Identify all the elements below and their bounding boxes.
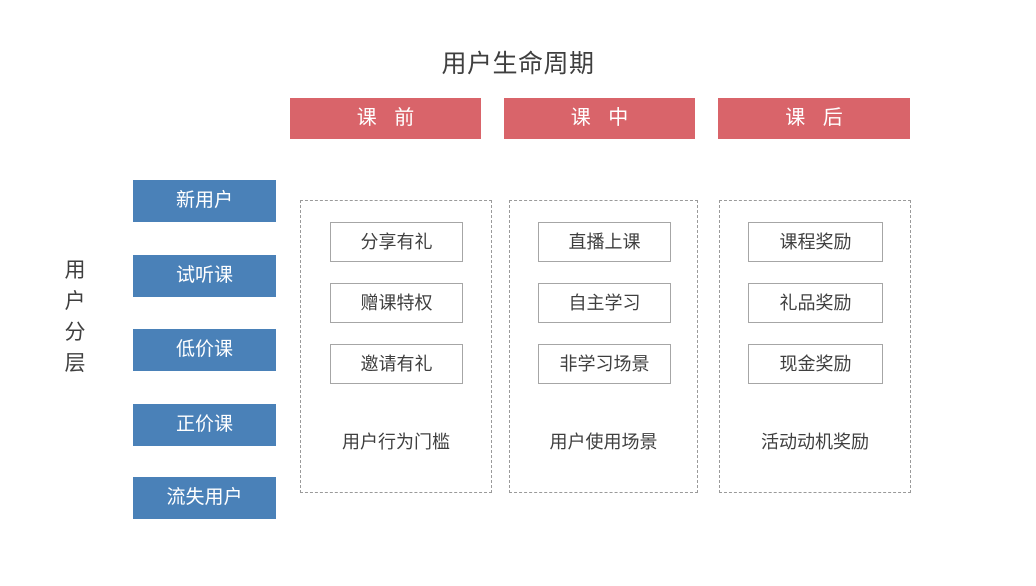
phase-column-in-class: 直播上课 自主学习 非学习场景 用户使用场景 xyxy=(509,200,698,493)
activity-box[interactable]: 非学习场景 xyxy=(538,344,671,384)
segment-axis-label-char: 分 xyxy=(64,321,86,344)
activity-box[interactable]: 邀请有礼 xyxy=(330,344,463,384)
phase-column-post-class: 课程奖励 礼品奖励 现金奖励 活动动机奖励 xyxy=(719,200,911,493)
activity-box[interactable]: 直播上课 xyxy=(538,222,671,262)
phase-footer-label: 用户行为门槛 xyxy=(342,432,450,452)
activity-box[interactable]: 现金奖励 xyxy=(748,344,883,384)
segment-bar-full-price-course[interactable]: 正价课 xyxy=(133,404,276,446)
phase-footer-label: 活动动机奖励 xyxy=(761,432,869,452)
segment-bar-low-price-course[interactable]: 低价课 xyxy=(133,329,276,371)
segment-bar-new-user[interactable]: 新用户 xyxy=(133,180,276,222)
page-title: 用户生命周期 xyxy=(441,50,595,78)
phase-column-pre-class: 分享有礼 赠课特权 邀请有礼 用户行为门槛 xyxy=(300,200,492,493)
phase-footer-label: 用户使用场景 xyxy=(549,432,658,452)
activity-box[interactable]: 课程奖励 xyxy=(748,222,883,262)
segment-axis-label-char: 户 xyxy=(64,290,86,313)
segment-axis-label-char: 层 xyxy=(64,352,86,375)
phase-header-pre-class[interactable]: 课 前 xyxy=(290,98,481,139)
activity-box[interactable]: 赠课特权 xyxy=(330,283,463,323)
segment-bar-trial-course[interactable]: 试听课 xyxy=(133,255,276,297)
phase-header-in-class[interactable]: 课 中 xyxy=(504,98,695,139)
segment-axis-label: 用 户 分 层 xyxy=(55,255,95,379)
phase-header-post-class[interactable]: 课 后 xyxy=(718,98,910,139)
activity-box[interactable]: 分享有礼 xyxy=(330,222,463,262)
activity-box[interactable]: 礼品奖励 xyxy=(748,283,883,323)
segment-axis-label-char: 用 xyxy=(64,259,86,282)
segment-bar-churned-user[interactable]: 流失用户 xyxy=(133,477,276,519)
activity-box[interactable]: 自主学习 xyxy=(538,283,671,323)
